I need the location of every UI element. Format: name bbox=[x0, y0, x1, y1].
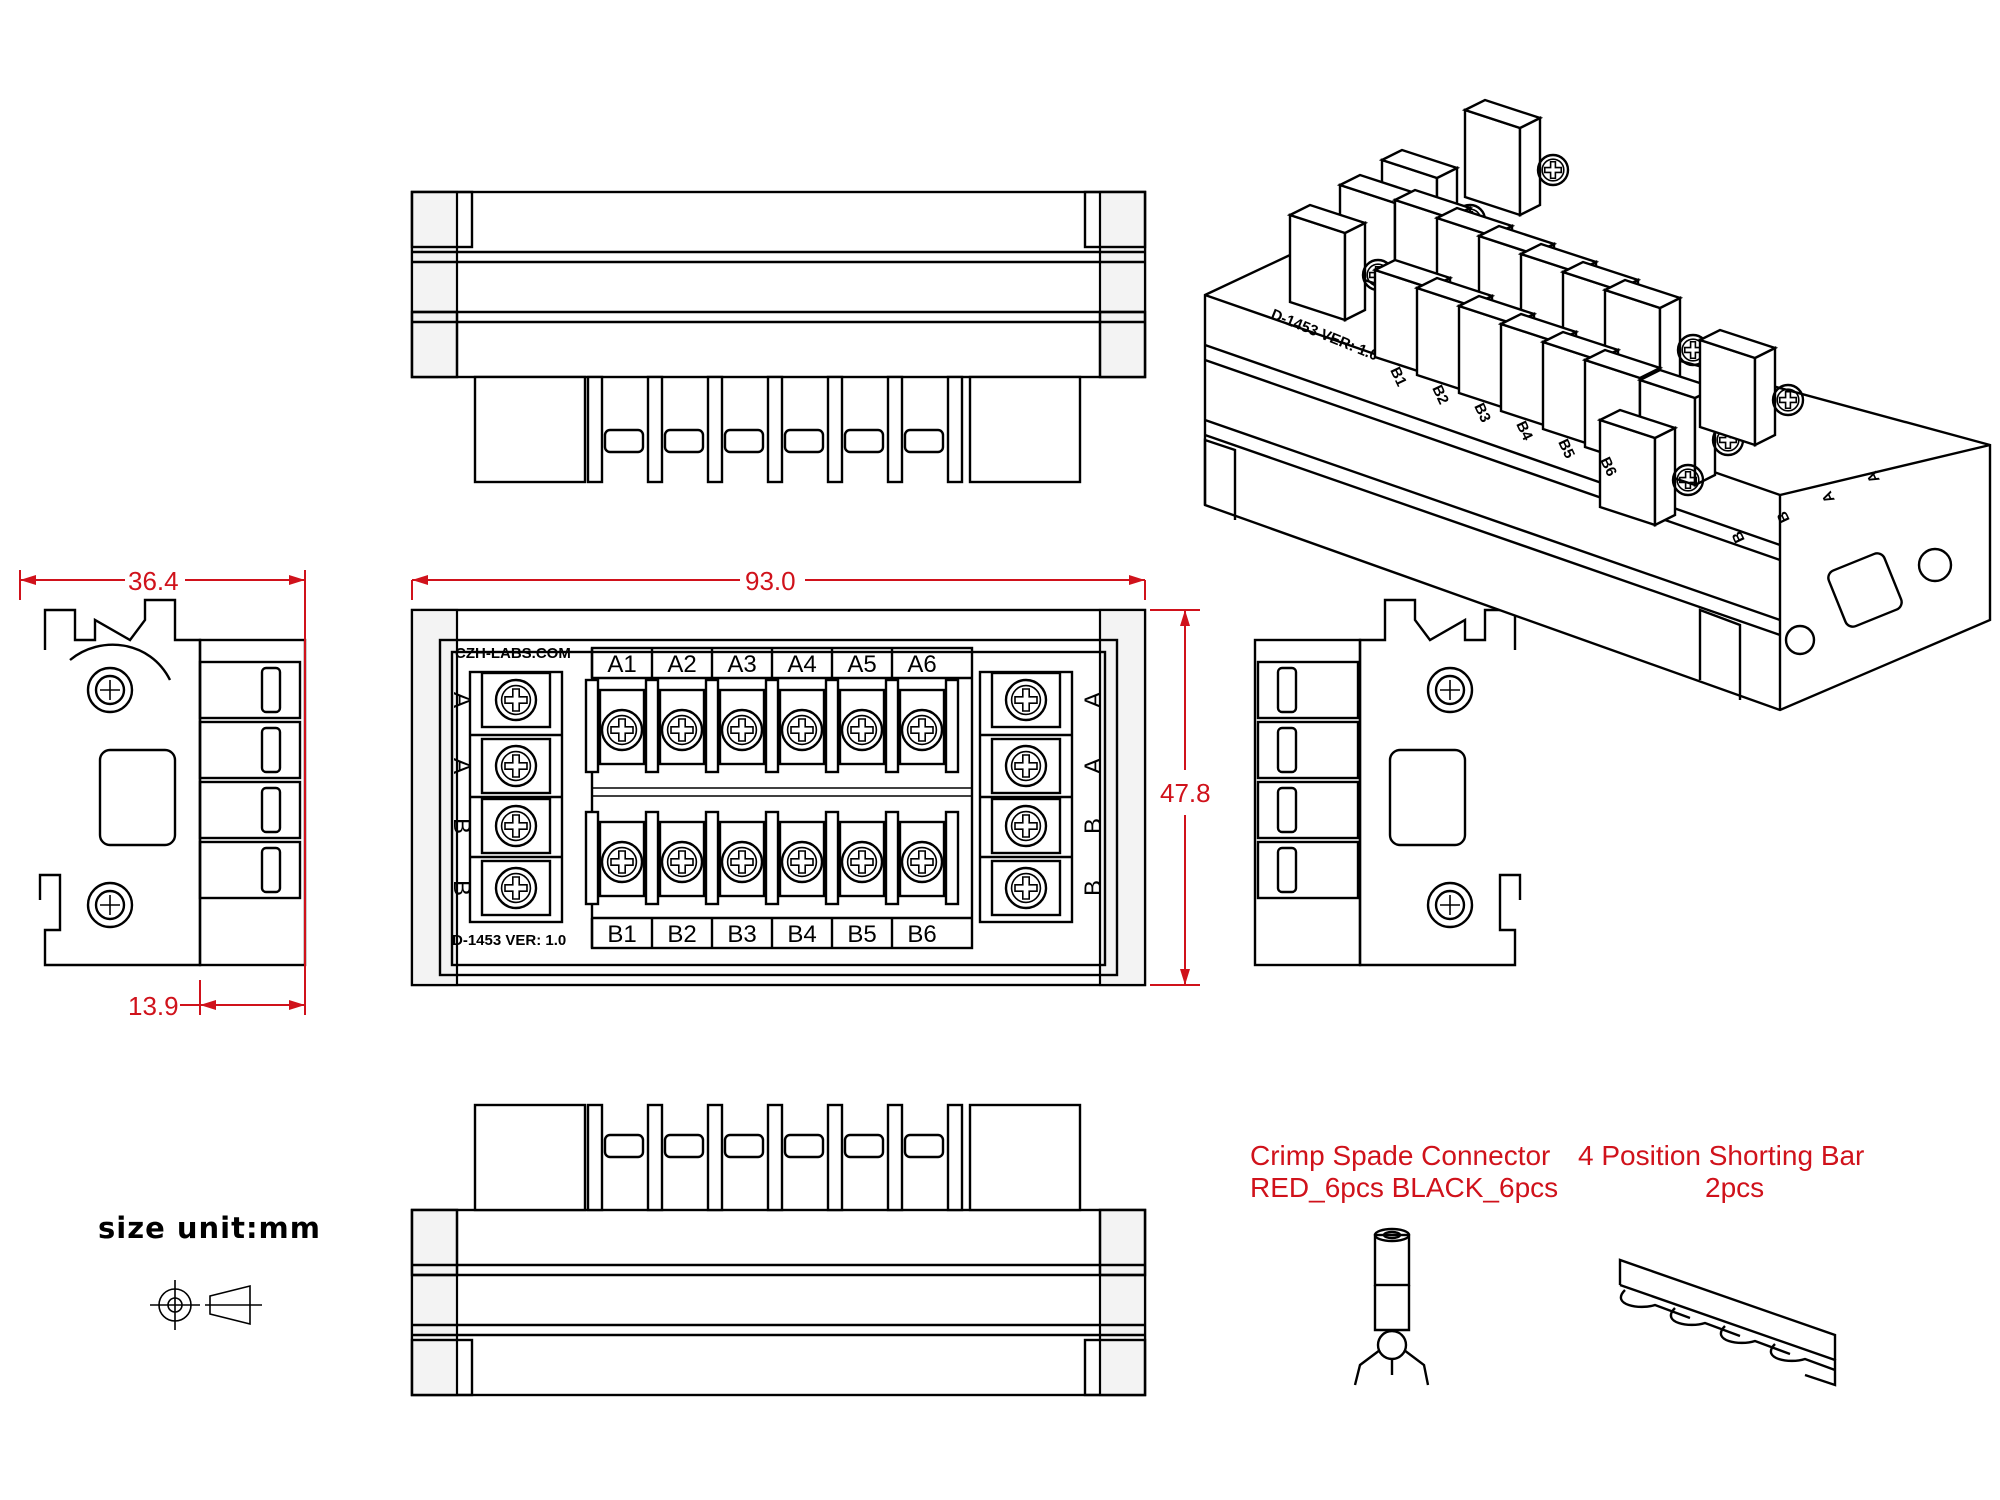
block-label: B bbox=[448, 818, 475, 834]
terminal-label-b3: B3 bbox=[727, 921, 756, 948]
terminal-label-b2: B2 bbox=[667, 921, 696, 948]
screw-icon bbox=[900, 840, 944, 884]
screw-icon bbox=[1004, 804, 1048, 848]
screw-icon bbox=[1004, 678, 1048, 722]
terminal-label-a1: A1 bbox=[607, 651, 636, 678]
iso-label-b3: B3 bbox=[1470, 401, 1494, 426]
iso-label-b1: B1 bbox=[1386, 365, 1410, 390]
screw-icon bbox=[600, 840, 644, 884]
shorting-bar-block: 4 Position Shorting Bar 2pcs bbox=[1578, 1140, 1864, 1387]
dimension-depth: 36.4 bbox=[19, 566, 306, 1015]
screw-icon bbox=[1671, 463, 1705, 497]
depth-dimension-label: 36.4 bbox=[128, 566, 179, 596]
spade-connector-icon bbox=[1353, 1227, 1430, 1386]
brand-label: CZH-LABS.COM bbox=[455, 645, 571, 662]
dimension-rail-offset: 13.9 bbox=[128, 980, 305, 1021]
terminal-label-b5: B5 bbox=[847, 921, 876, 948]
terminal-label-a6: A6 bbox=[907, 651, 936, 678]
version-label: D-1453 VER: 1.0 bbox=[452, 932, 566, 949]
screw-icon bbox=[494, 804, 538, 848]
top-elevation-view bbox=[410, 190, 1147, 484]
screw-icon bbox=[1771, 383, 1805, 417]
terminal-label-a3: A3 bbox=[727, 651, 756, 678]
screw-icon bbox=[1004, 744, 1048, 788]
screw-icon bbox=[660, 708, 704, 752]
screw-icon bbox=[780, 708, 824, 752]
block-label: B bbox=[1080, 818, 1107, 834]
block-label: A bbox=[1080, 692, 1107, 708]
shorting-bar-icon bbox=[1618, 1258, 1837, 1387]
iso-label-b6: B6 bbox=[1596, 455, 1620, 480]
screw-icon bbox=[840, 708, 884, 752]
unit-note-label: size unit:mm bbox=[98, 1211, 321, 1245]
iso-label-b4: B4 bbox=[1512, 419, 1536, 444]
terminal-label-b6: B6 bbox=[907, 921, 936, 948]
screw-icon bbox=[660, 840, 704, 884]
terminal-label-b1: B1 bbox=[607, 921, 636, 948]
screw-icon bbox=[494, 678, 538, 722]
height-dimension-label: 47.8 bbox=[1160, 778, 1211, 808]
screw-icon bbox=[494, 744, 538, 788]
spade-connector-block: Crimp Spade Connector RED_6pcs BLACK_6pc… bbox=[1250, 1140, 1558, 1386]
terminal-label-b4: B4 bbox=[787, 921, 816, 948]
bottom-elevation-view bbox=[410, 1103, 1147, 1397]
screw-icon bbox=[720, 708, 764, 752]
dimension-width: 93.0 bbox=[411, 566, 1146, 600]
terminal-label-a4: A4 bbox=[787, 651, 816, 678]
block-label: B bbox=[448, 880, 475, 896]
right-side-view bbox=[1253, 598, 1522, 967]
bar-title: 4 Position Shorting Bar bbox=[1578, 1140, 1864, 1171]
block-label: A bbox=[448, 692, 475, 708]
block-label: B bbox=[1080, 880, 1107, 896]
spade-qty: RED_6pcs BLACK_6pcs bbox=[1250, 1172, 1558, 1203]
terminal-label-a5: A5 bbox=[847, 651, 876, 678]
left-side-view bbox=[38, 598, 307, 967]
screw-icon bbox=[494, 866, 538, 910]
screw-icon bbox=[1004, 866, 1048, 910]
iso-label-b5: B5 bbox=[1554, 437, 1578, 462]
screw-icon bbox=[900, 708, 944, 752]
dimension-height: 47.8 bbox=[1150, 609, 1211, 986]
block-label: A bbox=[1080, 758, 1107, 774]
width-dimension-label: 93.0 bbox=[745, 566, 796, 596]
screw-icon bbox=[1536, 153, 1570, 187]
spade-title: Crimp Spade Connector bbox=[1250, 1140, 1550, 1171]
screw-icon bbox=[720, 840, 764, 884]
bar-qty: 2pcs bbox=[1705, 1172, 1764, 1203]
block-label: A bbox=[448, 758, 475, 774]
projection-symbol-icon bbox=[150, 1280, 262, 1330]
screw-icon bbox=[780, 840, 824, 884]
rail-offset-dimension-label: 13.9 bbox=[128, 991, 179, 1021]
screw-icon bbox=[600, 708, 644, 752]
unit-note: size unit:mm bbox=[98, 1211, 321, 1330]
iso-label-b2: B2 bbox=[1428, 383, 1452, 408]
terminal-label-a2: A2 bbox=[667, 651, 696, 678]
screw-icon bbox=[840, 840, 884, 884]
